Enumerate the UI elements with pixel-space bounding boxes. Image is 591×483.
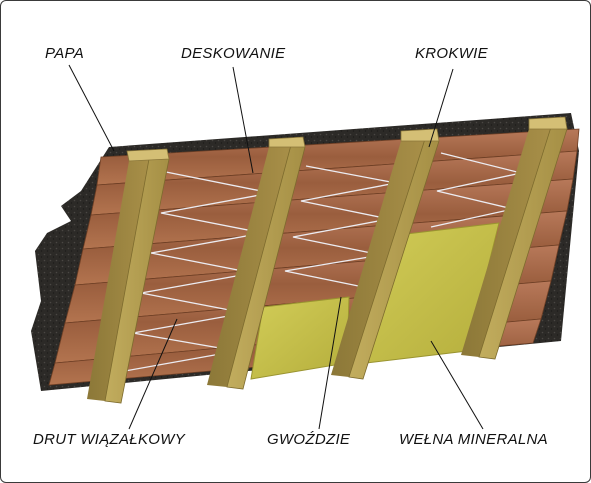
leader-welna: [430, 340, 484, 430]
label-deskowanie: DESKOWANIE: [181, 45, 286, 62]
rafter-3-side: [331, 139, 425, 377]
label-gwozdzie: GWOŹDZIE: [267, 431, 351, 448]
label-papa: PAPA: [45, 45, 84, 62]
rafter-1-side: [87, 159, 149, 401]
leader-papa: [68, 64, 115, 152]
drut-wire: [430, 152, 522, 228]
label-krokwie: KROKWIE: [415, 45, 488, 62]
label-drut-wiazalkowy: DRUT WIĄZAŁKOWY: [33, 431, 186, 448]
rafter-3-end: [400, 128, 440, 142]
drut-wire: [284, 165, 397, 290]
leader-krokwie: [428, 68, 454, 148]
leader-deskowanie: [232, 66, 254, 174]
rafter-4-end: [528, 116, 568, 130]
rafter-1-end: [126, 148, 170, 162]
leader-gwozdzie: [318, 296, 342, 430]
leader-lines: [68, 64, 484, 430]
leader-drut: [128, 318, 178, 430]
label-welna-mineralna: WEŁNA MINERALNA: [399, 431, 548, 448]
rafter-2-end: [268, 136, 306, 148]
krokwie-group: [87, 116, 568, 404]
rafter-2-side: [207, 145, 291, 387]
rafter-4-side: [461, 127, 551, 357]
